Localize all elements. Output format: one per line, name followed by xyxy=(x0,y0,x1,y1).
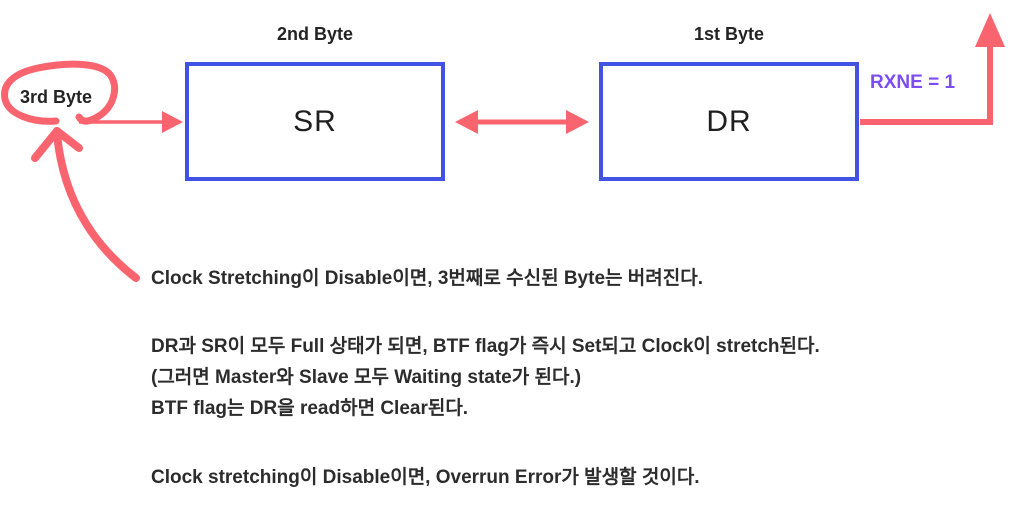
double-arrow-head-right xyxy=(566,110,589,134)
up-arrow-head xyxy=(975,13,1005,47)
curved-arrow-barb-right xyxy=(53,127,83,152)
note-overrun-error: Clock stretching이 Disable이면, Overrun Err… xyxy=(151,467,700,488)
sr-register-label: SR xyxy=(293,104,337,138)
note-discard-byte: Clock Stretching이 Disable이면, 3번째로 수신된 By… xyxy=(151,268,703,289)
right-arrow-head xyxy=(162,111,183,133)
note-btf-line3: BTF flag는 DR을 read하면 Clear된다. xyxy=(151,398,469,419)
rxne-flag-label: RXNE = 1 xyxy=(870,72,956,93)
note-btf-line1: DR과 SR이 모두 Full 상태가 되면, BTF flag가 즉시 Set… xyxy=(151,336,820,357)
note-btf-line2: (그러면 Master와 Slave 모두 Waiting state가 된다.… xyxy=(151,367,582,388)
curved-up-arrow-icon xyxy=(53,130,140,282)
note-btf-block: DR과 SR이 모두 Full 상태가 되면, BTF flag가 즉시 Set… xyxy=(151,331,820,424)
dr-register-label: DR xyxy=(706,104,752,138)
second-byte-label: 2nd Byte xyxy=(276,24,354,44)
double-arrow-head-left xyxy=(455,110,478,134)
first-byte-label: 1st Byte xyxy=(693,24,765,44)
third-byte-label: 3rd Byte xyxy=(20,87,93,107)
curved-arrow-barb-left xyxy=(31,127,61,162)
sr-register-box: SR xyxy=(185,62,445,181)
dr-register-box: DR xyxy=(599,62,859,181)
